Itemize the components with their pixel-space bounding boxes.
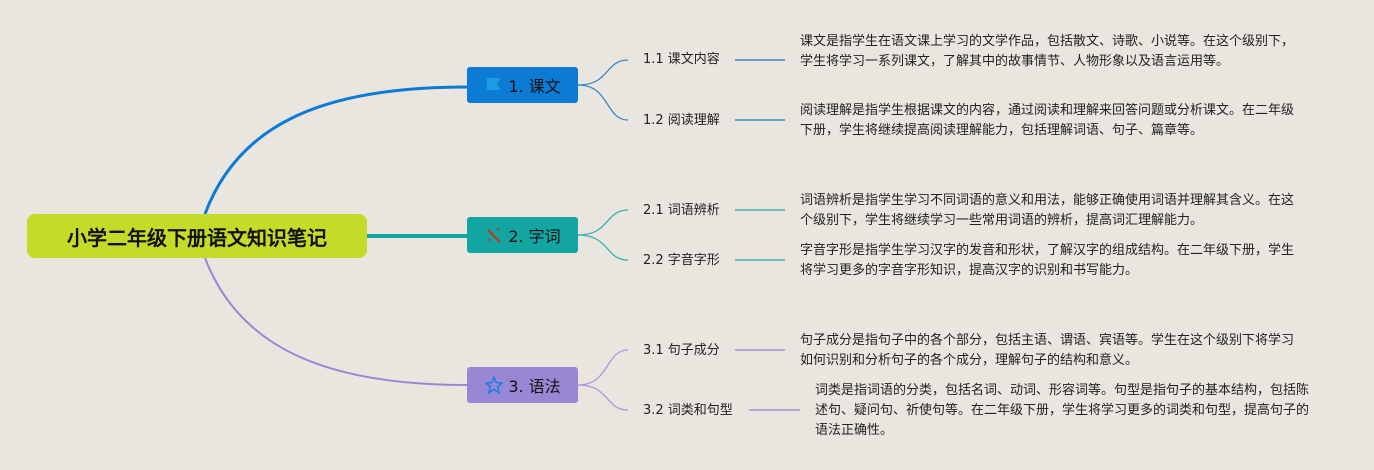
description-2-2[interactable]: 字音字形是指学生学习汉字的发音和形状，了解汉字的组成结构。在二年级下册，学生将学… bbox=[800, 243, 1295, 278]
subtopic-3-2[interactable]: 3.2 词类和句型 bbox=[643, 403, 733, 418]
description-3-2[interactable]: 词类是指词语的分类，包括名词、动词、形容词等。句型是指句子的基本结构，包括陈述句… bbox=[815, 383, 1310, 438]
description-1-2[interactable]: 阅读理解是指学生根据课文的内容，通过阅读和理解来回答问题或分析课文。在二年级下册… bbox=[800, 103, 1295, 138]
branch-topic-1[interactable]: 1. 课文 bbox=[467, 67, 578, 103]
subtopic-2-1[interactable]: 2.1 词语辨析 bbox=[643, 203, 720, 218]
connector-root-branch1 bbox=[203, 85, 468, 215]
subtopic-2-2[interactable]: 2.2 字音字形 bbox=[643, 253, 720, 268]
subtopic-3-1[interactable]: 3.1 句子成分 bbox=[643, 343, 720, 358]
subtopic-1-1[interactable]: 1.1 课文内容 bbox=[643, 52, 720, 67]
branch-topic-2[interactable]: 2. 字词 bbox=[467, 217, 578, 253]
description-1-1[interactable]: 课文是指学生在语文课上学习的文学作品，包括散文、诗歌、小说等。在这个级别下，学生… bbox=[800, 34, 1295, 69]
description-3-1[interactable]: 句子成分是指句子中的各个部分，包括主语、谓语、宾语等。学生在这个级别下将学习如何… bbox=[800, 333, 1295, 368]
branch-topic-label: 3. 语法 bbox=[508, 377, 561, 396]
star-icon bbox=[484, 375, 504, 395]
branch-topic-3[interactable]: 3. 语法 bbox=[467, 367, 578, 403]
description-2-1[interactable]: 词语辨析是指学生学习不同词语的意义和用法，能够正确使用词语并理解其含义。在这个级… bbox=[800, 193, 1295, 228]
subtopic-1-2[interactable]: 1.2 阅读理解 bbox=[643, 113, 720, 128]
branch-topic-label: 2. 字词 bbox=[508, 227, 561, 246]
root-topic[interactable]: 小学二年级下册语文知识笔记 bbox=[27, 214, 367, 258]
connector-root-branch3 bbox=[204, 257, 468, 386]
magic-wand-icon bbox=[484, 225, 504, 245]
branch-topic-label: 1. 课文 bbox=[508, 77, 561, 96]
flag-icon bbox=[484, 75, 504, 95]
root-topic-label: 小学二年级下册语文知识笔记 bbox=[67, 225, 327, 250]
